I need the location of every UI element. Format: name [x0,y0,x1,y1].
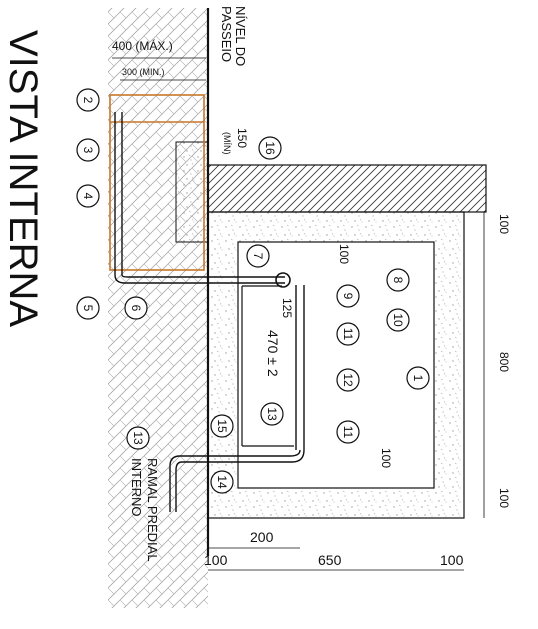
nivel-passeio-label-2: PASSEIO [219,6,234,62]
callout-number: 15 [215,419,229,433]
orange-box [109,94,205,271]
callout-bubble [386,268,410,292]
dim-400-max: 400 (MÁX.) [112,38,173,53]
callout-number: 16 [263,141,277,155]
callout-number: 7 [251,253,265,260]
dim-100-right-top: 100 [497,214,511,234]
dim-125: 125 [280,298,294,318]
callout-bubble [124,296,148,320]
top-slab [207,164,487,213]
ramal-label: RAMAL PREDIAL [145,458,160,562]
callout-number: 13 [265,407,279,421]
callout-bubble [336,420,360,444]
callout-number: 14 [215,475,229,489]
nivel-passeio-label: NÍVEL DO [233,6,248,66]
callout-number: 3 [81,147,95,154]
valve-circle [275,272,291,288]
dim-100-bottom-inner: 100 [379,448,393,468]
callout-bubble [76,88,100,112]
callout-bubble [76,184,100,208]
callout-number: 6 [129,305,143,312]
view-title: VISTA INTERNA [1,30,45,327]
callout-number: 4 [81,193,95,200]
dim-100-right-bottom: 100 [497,488,511,508]
callout-bubble [336,284,360,308]
callout-number: 1 [411,375,425,382]
dim-100-bottom-left: 100 [204,552,228,568]
callout-bubble [76,138,100,162]
callout-bubble [210,470,234,494]
callout-bubble [406,366,430,390]
callout-number: 11 [341,328,355,341]
callout-bubble [76,296,100,320]
callout-number: 8 [391,277,405,284]
callout-number: 13 [131,431,145,445]
callout-number: 2 [81,97,95,104]
callout-number: 10 [391,313,405,327]
callout-bubble [386,308,410,332]
dim-800: 800 [497,352,511,372]
dim-650: 650 [318,552,342,568]
callout-number: 12 [341,373,355,387]
concrete-wall [175,141,209,243]
callout-number: 5 [81,305,95,312]
dim-470: 470 ± 2 [265,330,281,377]
dim-100-bottom-right: 100 [440,552,464,568]
callout-number: 11 [341,426,355,439]
callout-bubble [336,322,360,346]
dim-300-min: 300 (MIN.) [122,67,165,77]
callout-bubble [258,136,282,160]
dim-100-top-inner: 100 [337,244,351,264]
ramal-label-2: INTERNO [129,458,144,517]
callout-number: 9 [341,293,355,300]
callout-bubble [126,426,150,450]
min-label-1: (MÍN) [222,132,232,155]
callout-bubble [260,402,284,426]
callout-bubble [336,368,360,392]
dim-200: 200 [250,529,274,545]
dim-150: 150 [235,128,249,148]
callout-bubble [246,244,270,268]
callout-bubble [210,414,234,438]
